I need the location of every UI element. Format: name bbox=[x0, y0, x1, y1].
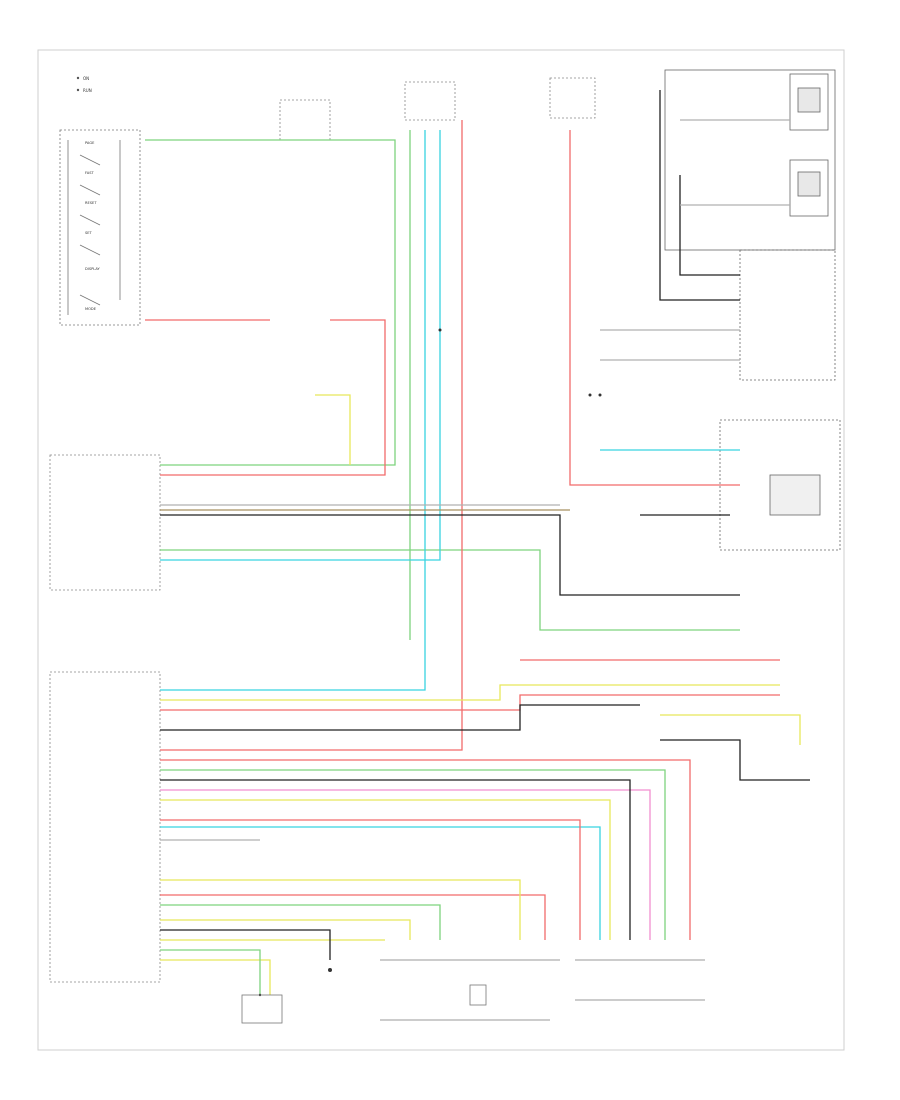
wire-green-low-2 bbox=[160, 904, 441, 940]
wire-yellow-6 bbox=[160, 959, 271, 995]
wire-red-4 bbox=[569, 130, 740, 486]
wire-pink bbox=[160, 789, 651, 940]
wire-black-4 bbox=[160, 704, 640, 731]
wire-red-8 bbox=[160, 759, 691, 940]
wire-green-low-1 bbox=[160, 769, 666, 940]
wire-yellow-7 bbox=[160, 919, 411, 940]
wire-yellow-4 bbox=[160, 879, 521, 940]
wire-black-3 bbox=[659, 90, 740, 301]
splices bbox=[258, 328, 602, 997]
legend-line2: RUN bbox=[83, 88, 92, 93]
switch-label-4: DISPLAY bbox=[85, 267, 101, 271]
wire-red-3 bbox=[160, 120, 463, 751]
switch-label-0: PAGE bbox=[85, 141, 95, 145]
wire-yellow-8 bbox=[660, 714, 801, 745]
steering-switch-labels: PAGE FAST RESET SET DISPLAY MODE bbox=[85, 141, 101, 311]
wire-red-7 bbox=[160, 894, 546, 940]
wire-black-5 bbox=[160, 779, 631, 940]
legend-line1: ON bbox=[83, 76, 89, 81]
wire-yellow-3 bbox=[160, 799, 611, 940]
wire-cyan-3 bbox=[160, 826, 601, 940]
top-center-connectors bbox=[279, 77, 596, 141]
wire-green-top bbox=[145, 139, 396, 466]
wire-cyan-2 bbox=[160, 130, 441, 561]
right-top-sensors bbox=[664, 69, 836, 381]
wire-green-bcm bbox=[160, 549, 740, 631]
switch-label-1: FAST bbox=[85, 171, 94, 175]
wire-red-2 bbox=[160, 319, 386, 476]
switch-label-2: RESET bbox=[85, 201, 97, 205]
wire-black-2 bbox=[679, 175, 740, 276]
wire-yellow-2 bbox=[160, 684, 780, 701]
wire-red-5 bbox=[160, 694, 780, 711]
diagram-frame bbox=[37, 49, 845, 1051]
wire-red-6 bbox=[160, 819, 581, 940]
switch-label-5: MODE bbox=[85, 307, 97, 311]
wire-black-7 bbox=[660, 739, 810, 781]
engine-control-module bbox=[49, 671, 161, 983]
bottom-modules bbox=[241, 959, 705, 1024]
wire-black-1 bbox=[160, 514, 740, 596]
legend: ON RUN bbox=[76, 76, 92, 93]
wire-cyan-1 bbox=[160, 130, 426, 691]
transmission-module bbox=[719, 419, 841, 551]
wire-green-low-3 bbox=[160, 949, 261, 995]
switch-label-3: SET bbox=[85, 231, 93, 235]
steering-switch-assembly bbox=[59, 129, 141, 326]
wire-black-6 bbox=[160, 929, 331, 960]
wires bbox=[145, 90, 810, 995]
wire-yellow-1 bbox=[315, 394, 351, 465]
body-control-module bbox=[49, 454, 161, 591]
